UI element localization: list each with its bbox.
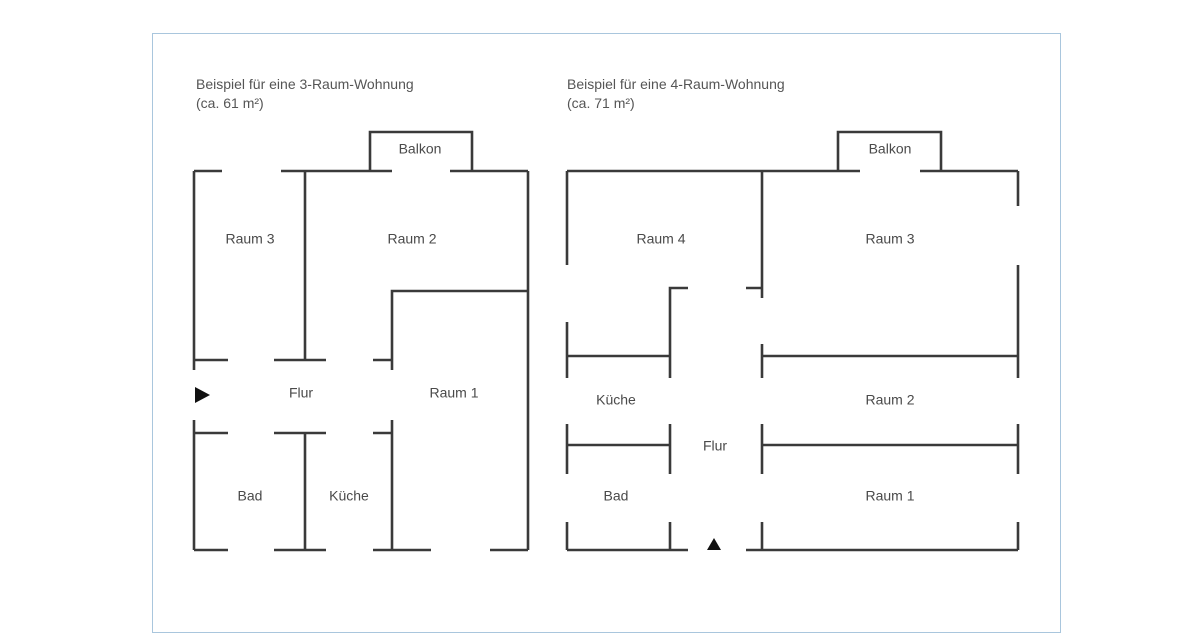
plan-area: (ca. 61 m²) (196, 95, 264, 111)
walls (565, 130, 1020, 552)
room-raum-1: Raum 1 (429, 385, 478, 401)
plan-title: Beispiel für eine 3-Raum-Wohnung (196, 76, 414, 92)
entrance-arrow-icon (707, 538, 721, 550)
floor-plan-4-room: Beispiel für eine 4-Raum-Wohnung (ca. 71… (565, 76, 1020, 552)
room-raum-2: Raum 2 (865, 392, 914, 408)
room-raum-2: Raum 2 (387, 231, 436, 247)
floor-plans: Beispiel für eine 3-Raum-Wohnung (ca. 61… (192, 76, 1020, 552)
room-balkon: Balkon (399, 141, 442, 157)
room-kueche: Küche (596, 392, 636, 408)
plan-area: (ca. 71 m²) (567, 95, 635, 111)
plan-title: Beispiel für eine 4-Raum-Wohnung (567, 76, 785, 92)
floor-plan-3-room: Beispiel für eine 3-Raum-Wohnung (ca. 61… (192, 76, 530, 552)
room-flur: Flur (703, 438, 727, 454)
room-raum-1: Raum 1 (865, 488, 914, 504)
room-bad: Bad (238, 488, 263, 504)
room-raum-3: Raum 3 (225, 231, 274, 247)
room-flur: Flur (289, 385, 313, 401)
entrance-arrow-icon (195, 387, 210, 403)
walls (192, 130, 530, 552)
room-balkon: Balkon (869, 141, 912, 157)
room-raum-4: Raum 4 (636, 231, 685, 247)
room-bad: Bad (604, 488, 629, 504)
room-raum-3: Raum 3 (865, 231, 914, 247)
room-kueche: Küche (329, 488, 369, 504)
